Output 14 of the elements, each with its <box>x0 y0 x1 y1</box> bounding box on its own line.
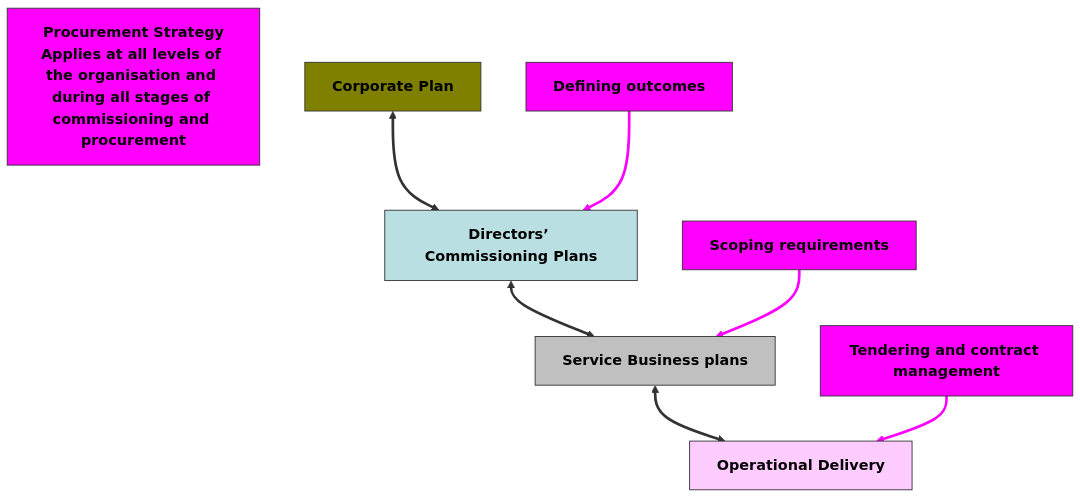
node-box: Corporate Plan <box>304 61 482 112</box>
node-box: Tendering and contract management <box>819 325 1074 397</box>
node-box: Directors’ Commissioning Plans <box>384 209 638 281</box>
node-box: Scoping requirements <box>681 220 917 271</box>
node-box: Procurement Strategy Applies at all levels of the organisation and during all stages of commissioning and procurement <box>6 7 261 166</box>
node-box: Defining outcomes <box>525 61 733 112</box>
node-box: Operational Delivery <box>689 440 913 491</box>
node-box: Service Business plans <box>534 336 776 386</box>
arrow <box>876 396 948 443</box>
arrow <box>651 385 726 443</box>
arrow <box>582 111 631 211</box>
arrow <box>388 111 440 211</box>
arrow <box>715 269 801 338</box>
arrow <box>507 280 595 338</box>
